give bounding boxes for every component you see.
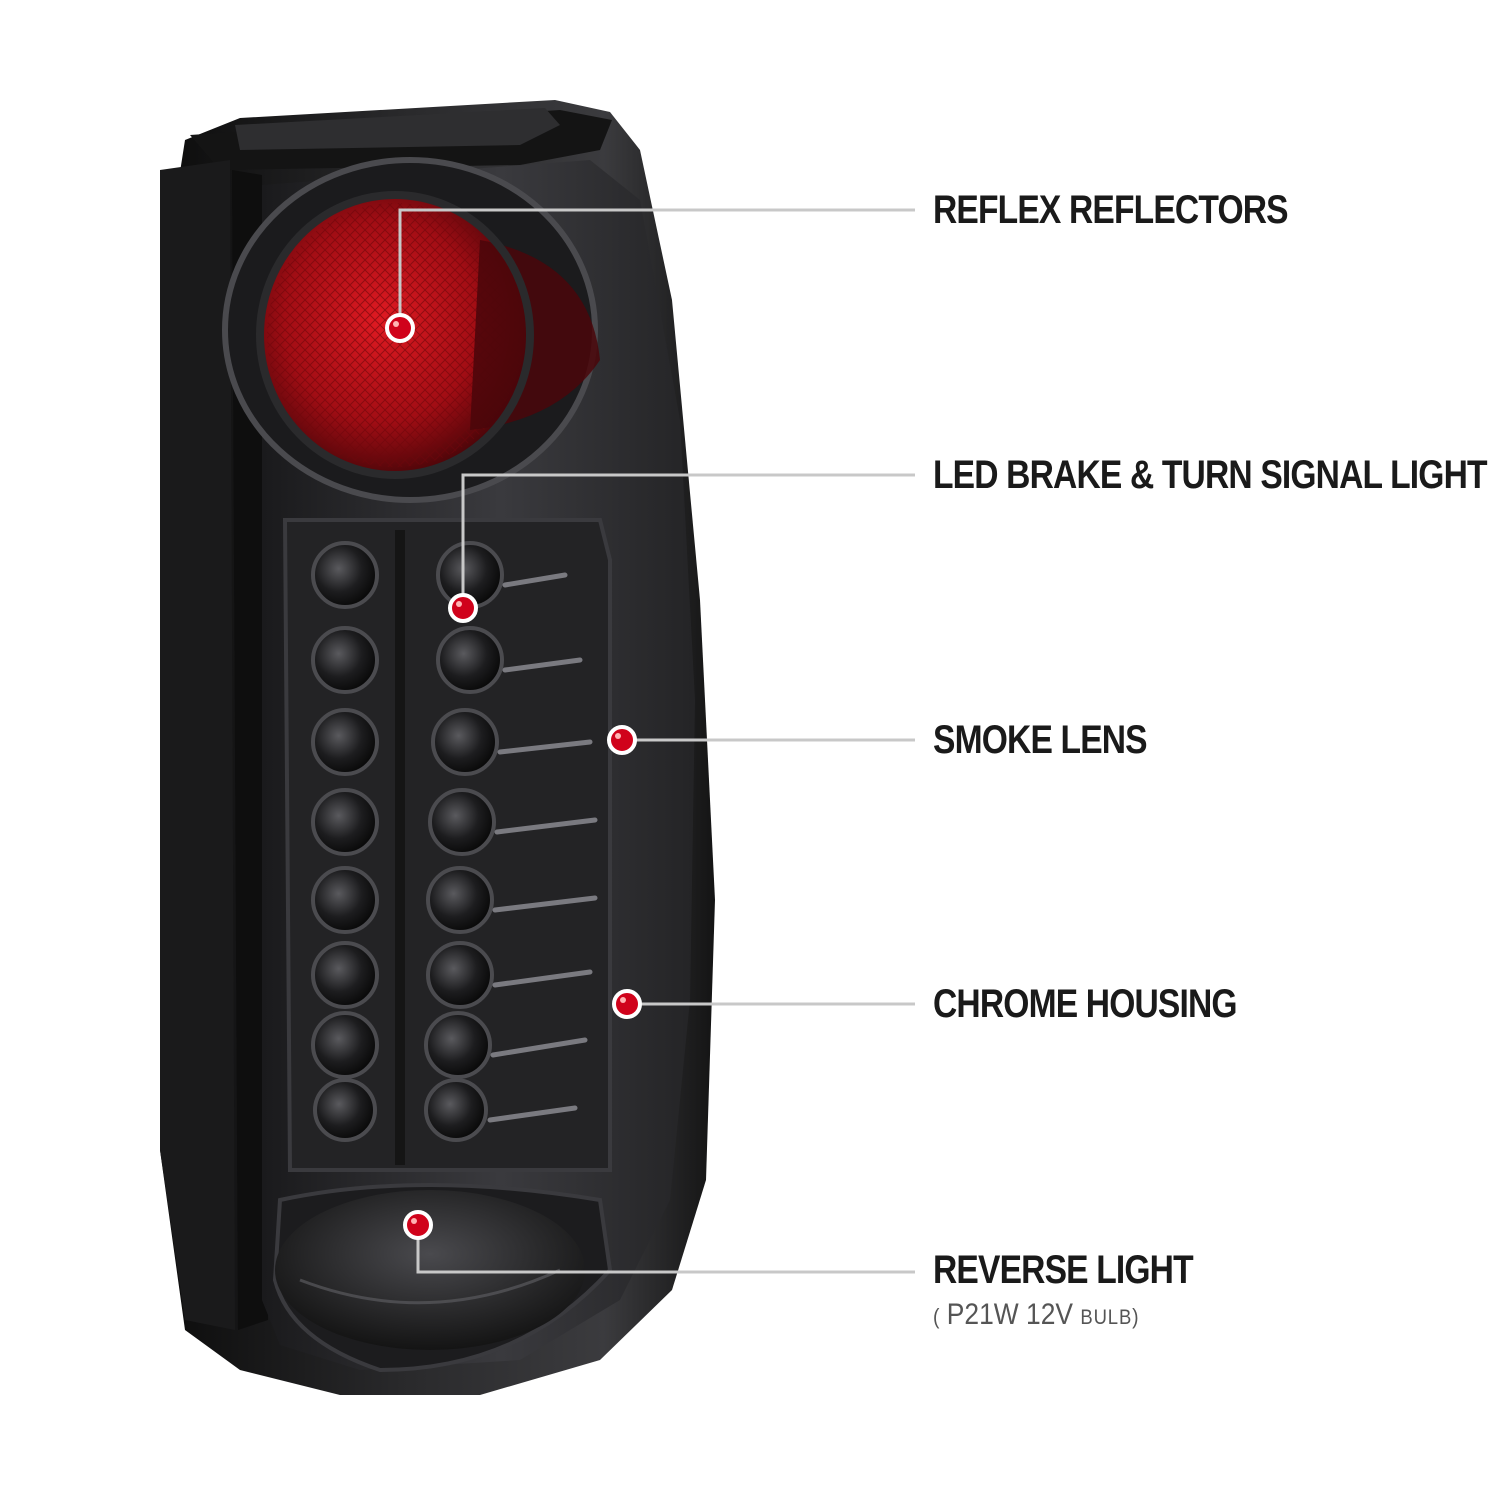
red-dot-marker-icon (403, 1210, 433, 1240)
note-open-paren: ( (933, 1304, 940, 1329)
leader-line-reverse (416, 1225, 915, 1274)
chrome-housing-label: CHROME HOUSING (933, 982, 1238, 1026)
bulb-part-number: P21W (946, 1298, 1019, 1331)
note-close-paren: ) (1132, 1304, 1139, 1329)
leader-line-led (461, 473, 915, 608)
reflex-reflectors-label: REFLEX REFLECTORS (933, 188, 1289, 232)
reverse-light-label: REVERSE LIGHT (933, 1248, 1194, 1292)
red-dot-marker-icon (448, 593, 478, 623)
red-dot-marker-icon (612, 989, 642, 1019)
smoke-lens-label: SMOKE LENS (933, 718, 1148, 762)
leader-line-reflex (398, 208, 915, 328)
red-dot-marker-icon (607, 725, 637, 755)
reverse-light-bulb-note: ( P21W 12V BULB) (933, 1300, 1139, 1330)
bulb-voltage: 12V (1026, 1298, 1074, 1331)
bulb-unit: BULB (1080, 1306, 1133, 1329)
led-brake-turn-label: LED BRAKE & TURN SIGNAL LIGHT (933, 453, 1488, 497)
red-dot-marker-icon (385, 313, 415, 343)
